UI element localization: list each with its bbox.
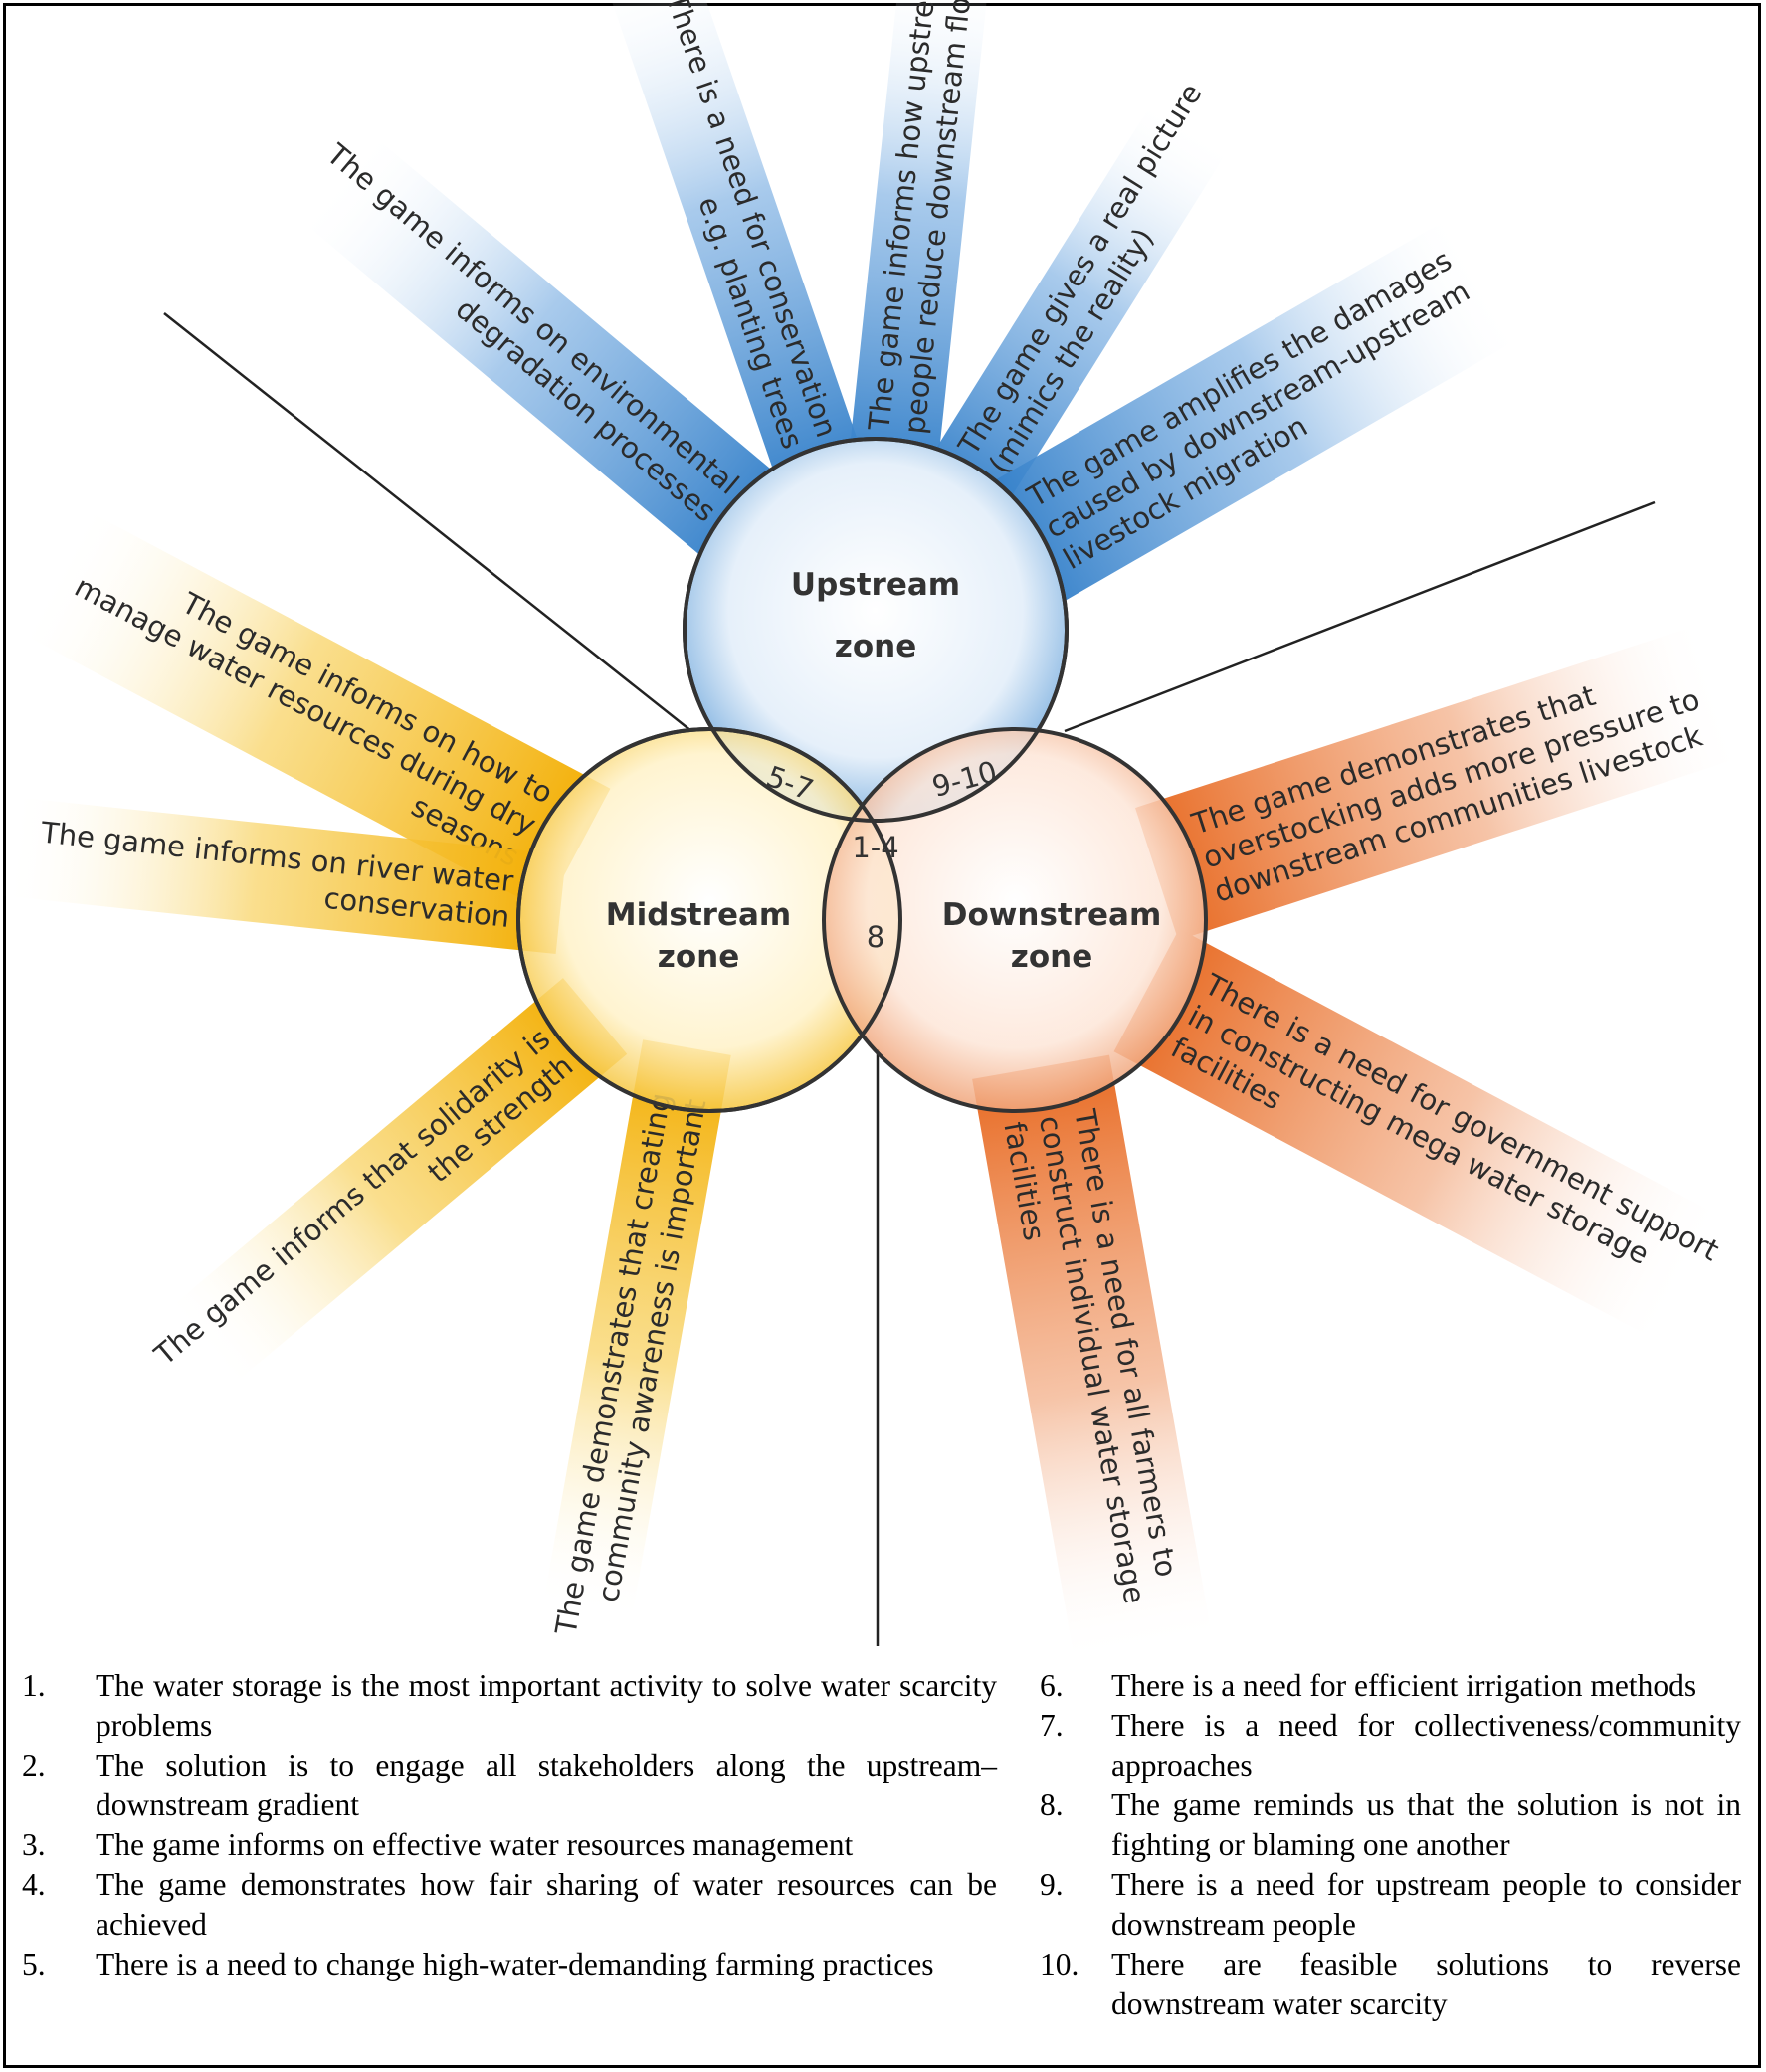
legend-item: 9. There is a need for upstream people to…	[1040, 1865, 1741, 1945]
legend-number: 3.	[22, 1827, 46, 1862]
legend-text: The solution is to engage all stakeholde…	[96, 1748, 997, 1822]
midstream-ray-band: The game demonstrates that creatingcommu…	[542, 1039, 731, 1638]
downstream-ray-band: There is a need for all farmers toconstr…	[972, 1054, 1214, 1661]
overlap-label-center: 1-4	[852, 831, 898, 864]
legend-item: 7. There is a need for collectiveness/com…	[1040, 1706, 1741, 1786]
midstream-ray-fill	[542, 1039, 731, 1624]
downstream-ray-fill	[1113, 928, 1724, 1342]
upstream-zone-label-line2: zone	[835, 629, 916, 664]
legend-item: 6. There is a need for efficient irrigati…	[1040, 1666, 1741, 1706]
legend-number: 10.	[1040, 1947, 1079, 1981]
legend-text: There is a need for upstream people to c…	[1111, 1867, 1741, 1942]
legend-number: 4.	[22, 1867, 46, 1902]
upstream-ray-fill	[846, 0, 990, 486]
divider-line-left	[163, 312, 692, 732]
legend-left-column: 1. The water storage is the most importan…	[22, 1666, 997, 1984]
midstream-zone-label-line2: zone	[658, 939, 739, 975]
legend-item: 3. The game informs on effective water re…	[22, 1825, 997, 1865]
legend-text: The game reminds us that the solution is…	[1111, 1788, 1741, 1862]
midstream-ray-text-line: The game informs that solidarity is	[147, 1022, 556, 1373]
legend-number: 5.	[22, 1947, 46, 1981]
midstream-ray-fill	[166, 978, 628, 1387]
legend-text: There is a need for collectiveness/commu…	[1111, 1708, 1741, 1783]
legend-number: 8.	[1040, 1788, 1064, 1822]
overlap-label-mid-down: 8	[867, 920, 884, 954]
legend-text: The game demonstrates how fair sharing o…	[96, 1867, 997, 1942]
legend-item: 5. There is a need to change high-water-d…	[22, 1945, 997, 1984]
upstream-circle-outline	[683, 437, 1069, 823]
midstream-ray-fill	[17, 508, 611, 912]
downstream-ray-fill	[1135, 623, 1746, 941]
midstream-ray-fill	[1, 797, 567, 955]
legend-item: 1. The water storage is the most importan…	[22, 1666, 997, 1746]
upstream-ray-fill	[969, 216, 1522, 616]
divider-line-right	[1064, 500, 1656, 733]
legend-number: 2.	[22, 1748, 46, 1783]
downstream-ray-band: There is a need for government supportin…	[1113, 928, 1724, 1342]
legend-text: There is a need to change high-water-dem…	[96, 1947, 934, 1981]
upstream-zone-label-line1: Upstream	[791, 567, 960, 603]
legend-text: The water storage is the most important …	[96, 1668, 997, 1743]
legend-item: 8. The game reminds us that the solution …	[1040, 1786, 1741, 1865]
upstream-ray-fill	[916, 99, 1231, 527]
midstream-circle-outline	[516, 727, 902, 1113]
downstream-ray-text-line: in constructing mega water storage	[1183, 999, 1656, 1271]
legend-right-column: 6. There is a need for efficient irrigati…	[1040, 1666, 1741, 2024]
legend-text: There are feasible solutions to reverse …	[1111, 1947, 1741, 2021]
zone-diagram: The game informs on environmentaldegrada…	[1, 0, 1746, 1661]
legend-item: 10. There are feasible solutions to rever…	[1040, 1945, 1741, 2024]
downstream-circle	[822, 727, 1208, 1113]
downstream-zone-label-line2: zone	[1011, 939, 1092, 975]
legend-text: There is a need for efficient irrigation…	[1111, 1668, 1697, 1703]
upstream-ray-fill	[603, 0, 870, 503]
legend-number: 1.	[22, 1668, 46, 1703]
downstream-ray-fill	[972, 1054, 1214, 1661]
legend-item: 2. The solution is to engage all stakehol…	[22, 1746, 997, 1825]
figure-frame	[3, 3, 1761, 2068]
downstream-zone-label-line1: Downstream	[942, 897, 1162, 933]
legend-number: 6.	[1040, 1668, 1064, 1703]
midstream-zone-label-line1: Midstream	[606, 897, 791, 933]
upstream-ray-fill	[298, 132, 798, 577]
legend-number: 7.	[1040, 1708, 1064, 1743]
midstream-ray-text-line: manage water resources during dry	[70, 569, 542, 842]
legend-text: The game informs on effective water reso…	[96, 1827, 854, 1862]
legend-number: 9.	[1040, 1867, 1064, 1902]
legend-item: 4. The game demonstrates how fair sharing…	[22, 1865, 997, 1945]
